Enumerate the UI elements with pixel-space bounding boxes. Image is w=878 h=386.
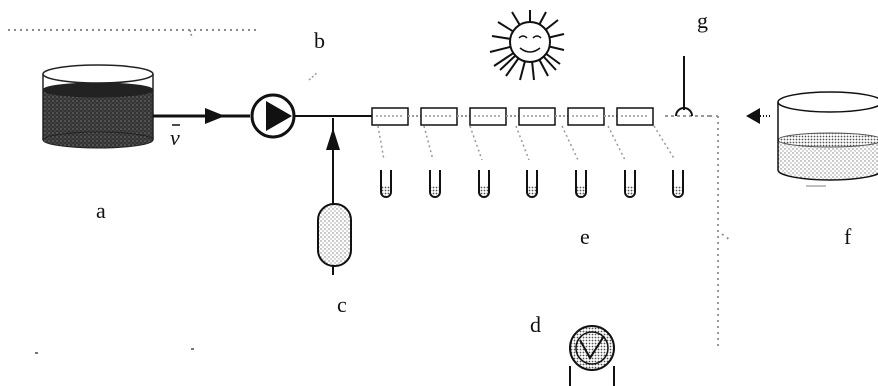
sample-tube — [380, 170, 392, 198]
label-a: a — [96, 198, 106, 223]
stray-marks — [35, 348, 194, 354]
sample-tube — [672, 170, 684, 198]
spray-nozzle — [746, 108, 770, 124]
reactor-tube — [518, 107, 556, 126]
reactor-tube — [371, 107, 409, 126]
label-flow: v — [170, 125, 180, 150]
reactor-tube — [469, 107, 507, 126]
top-dotted-line — [8, 29, 258, 39]
sample-tube — [429, 170, 441, 198]
reactor-tube — [567, 107, 605, 126]
label-e: e — [580, 224, 590, 249]
label-b: b — [314, 28, 325, 53]
sampling-tubes — [380, 170, 684, 198]
label-d: d — [530, 312, 541, 337]
sample-tube — [575, 170, 587, 198]
collection-tank — [777, 91, 878, 187]
sun-icon — [489, 10, 565, 81]
gas-cylinder — [317, 203, 352, 267]
flow-arrow — [153, 108, 250, 124]
pump — [250, 93, 296, 139]
sample-tube — [478, 170, 490, 198]
sample-tube — [526, 170, 538, 198]
gauge — [569, 325, 615, 386]
pump-leader — [308, 71, 319, 81]
outlet-dotted-line — [710, 115, 731, 346]
reactor-tubes — [371, 107, 654, 126]
reactor-tube — [420, 107, 458, 126]
label-g: g — [697, 8, 708, 33]
valve — [675, 56, 693, 117]
feed-tank — [42, 64, 154, 149]
reactor-tube — [616, 107, 654, 126]
label-f: f — [844, 224, 852, 249]
sampling-lines — [377, 125, 676, 161]
label-c: c — [337, 292, 347, 317]
sample-tube — [624, 170, 636, 198]
